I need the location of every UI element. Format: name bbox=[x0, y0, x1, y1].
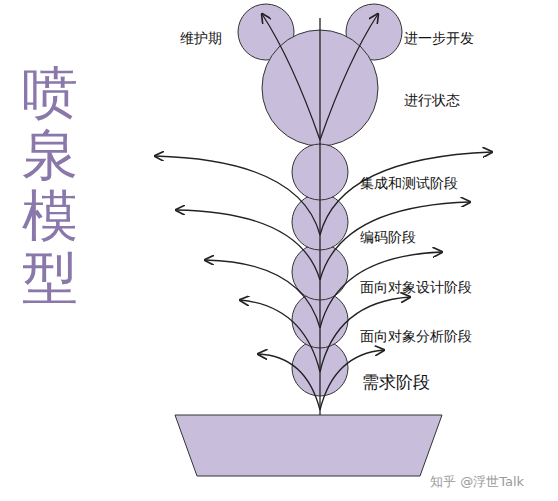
flow-arrow bbox=[320, 202, 470, 280]
flow-arrow bbox=[240, 300, 320, 372]
flower-pot bbox=[175, 415, 442, 476]
phase-label: 集成和测试阶段 bbox=[360, 175, 458, 192]
flow-arrow bbox=[176, 210, 320, 280]
stem-line bbox=[319, 18, 320, 415]
flow-arrow bbox=[155, 156, 320, 235]
phase-label: 进行状态 bbox=[404, 92, 460, 109]
phase-label: 面向对象分析阶段 bbox=[360, 328, 472, 345]
phase-label: 维护期 bbox=[180, 30, 222, 47]
flow-arrow bbox=[262, 14, 320, 140]
phase-label: 编码阶段 bbox=[360, 229, 416, 246]
flow-arrow bbox=[320, 152, 492, 235]
phase-label: 进一步开发 bbox=[404, 30, 474, 47]
flow-arrow bbox=[320, 14, 378, 140]
vertical-title: 喷泉模型 bbox=[22, 62, 78, 308]
phase-label: 面向对象设计阶段 bbox=[360, 279, 472, 296]
flow-arrow bbox=[258, 354, 320, 410]
phase-label: 需求阶段 bbox=[362, 372, 430, 392]
watermark: 知乎 @浮世Talk bbox=[430, 474, 524, 490]
flow-arrow bbox=[205, 260, 320, 328]
